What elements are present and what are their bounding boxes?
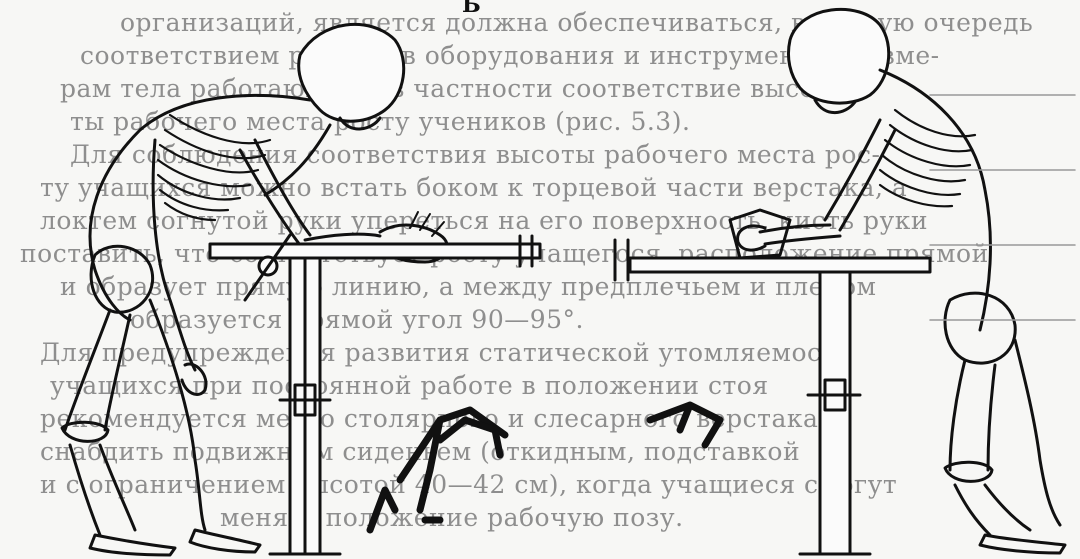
right-foot: [980, 535, 1065, 553]
right-skull: [788, 9, 888, 103]
right-forearm: [760, 225, 840, 244]
left-workbench: [210, 235, 540, 554]
left-foot: [90, 535, 175, 555]
left-back-leg: [150, 300, 205, 530]
left-bench-top: [210, 244, 540, 258]
right-knee: [945, 462, 992, 481]
left-hanging-arm: [153, 140, 195, 370]
left-skeleton-figure: [62, 24, 447, 555]
figure-label: Б: [462, 0, 481, 18]
stool-symbols: [370, 405, 720, 530]
right-upper-arm: [825, 120, 895, 230]
right-workbench: [615, 210, 930, 554]
right-back-leg: [1015, 340, 1060, 525]
right-shin: [955, 485, 1030, 535]
left-skull: [299, 24, 404, 121]
right-bench-top: [630, 258, 930, 272]
right-ribcage: [880, 110, 975, 206]
left-shin: [70, 445, 135, 535]
left-back-foot: [190, 530, 260, 552]
right-hand: [738, 226, 765, 250]
left-thigh: [65, 310, 130, 430]
right-margin-faint-marks: [930, 95, 1075, 320]
left-knee: [62, 422, 108, 441]
right-spine: [880, 70, 990, 330]
right-thigh: [950, 360, 995, 470]
left-upper-arm: [240, 140, 310, 245]
left-fingers: [410, 212, 444, 236]
stool-left-feet: [370, 490, 440, 530]
left-back-outline: [265, 125, 330, 195]
right-bench-leg: [820, 272, 850, 554]
stool-right: [650, 405, 720, 445]
stool-middle: [440, 420, 500, 455]
right-bench-edge-marks: [615, 240, 628, 280]
left-pelvis: [91, 246, 153, 312]
right-skeleton-figure: [738, 9, 1065, 553]
left-ribcage: [158, 115, 270, 220]
